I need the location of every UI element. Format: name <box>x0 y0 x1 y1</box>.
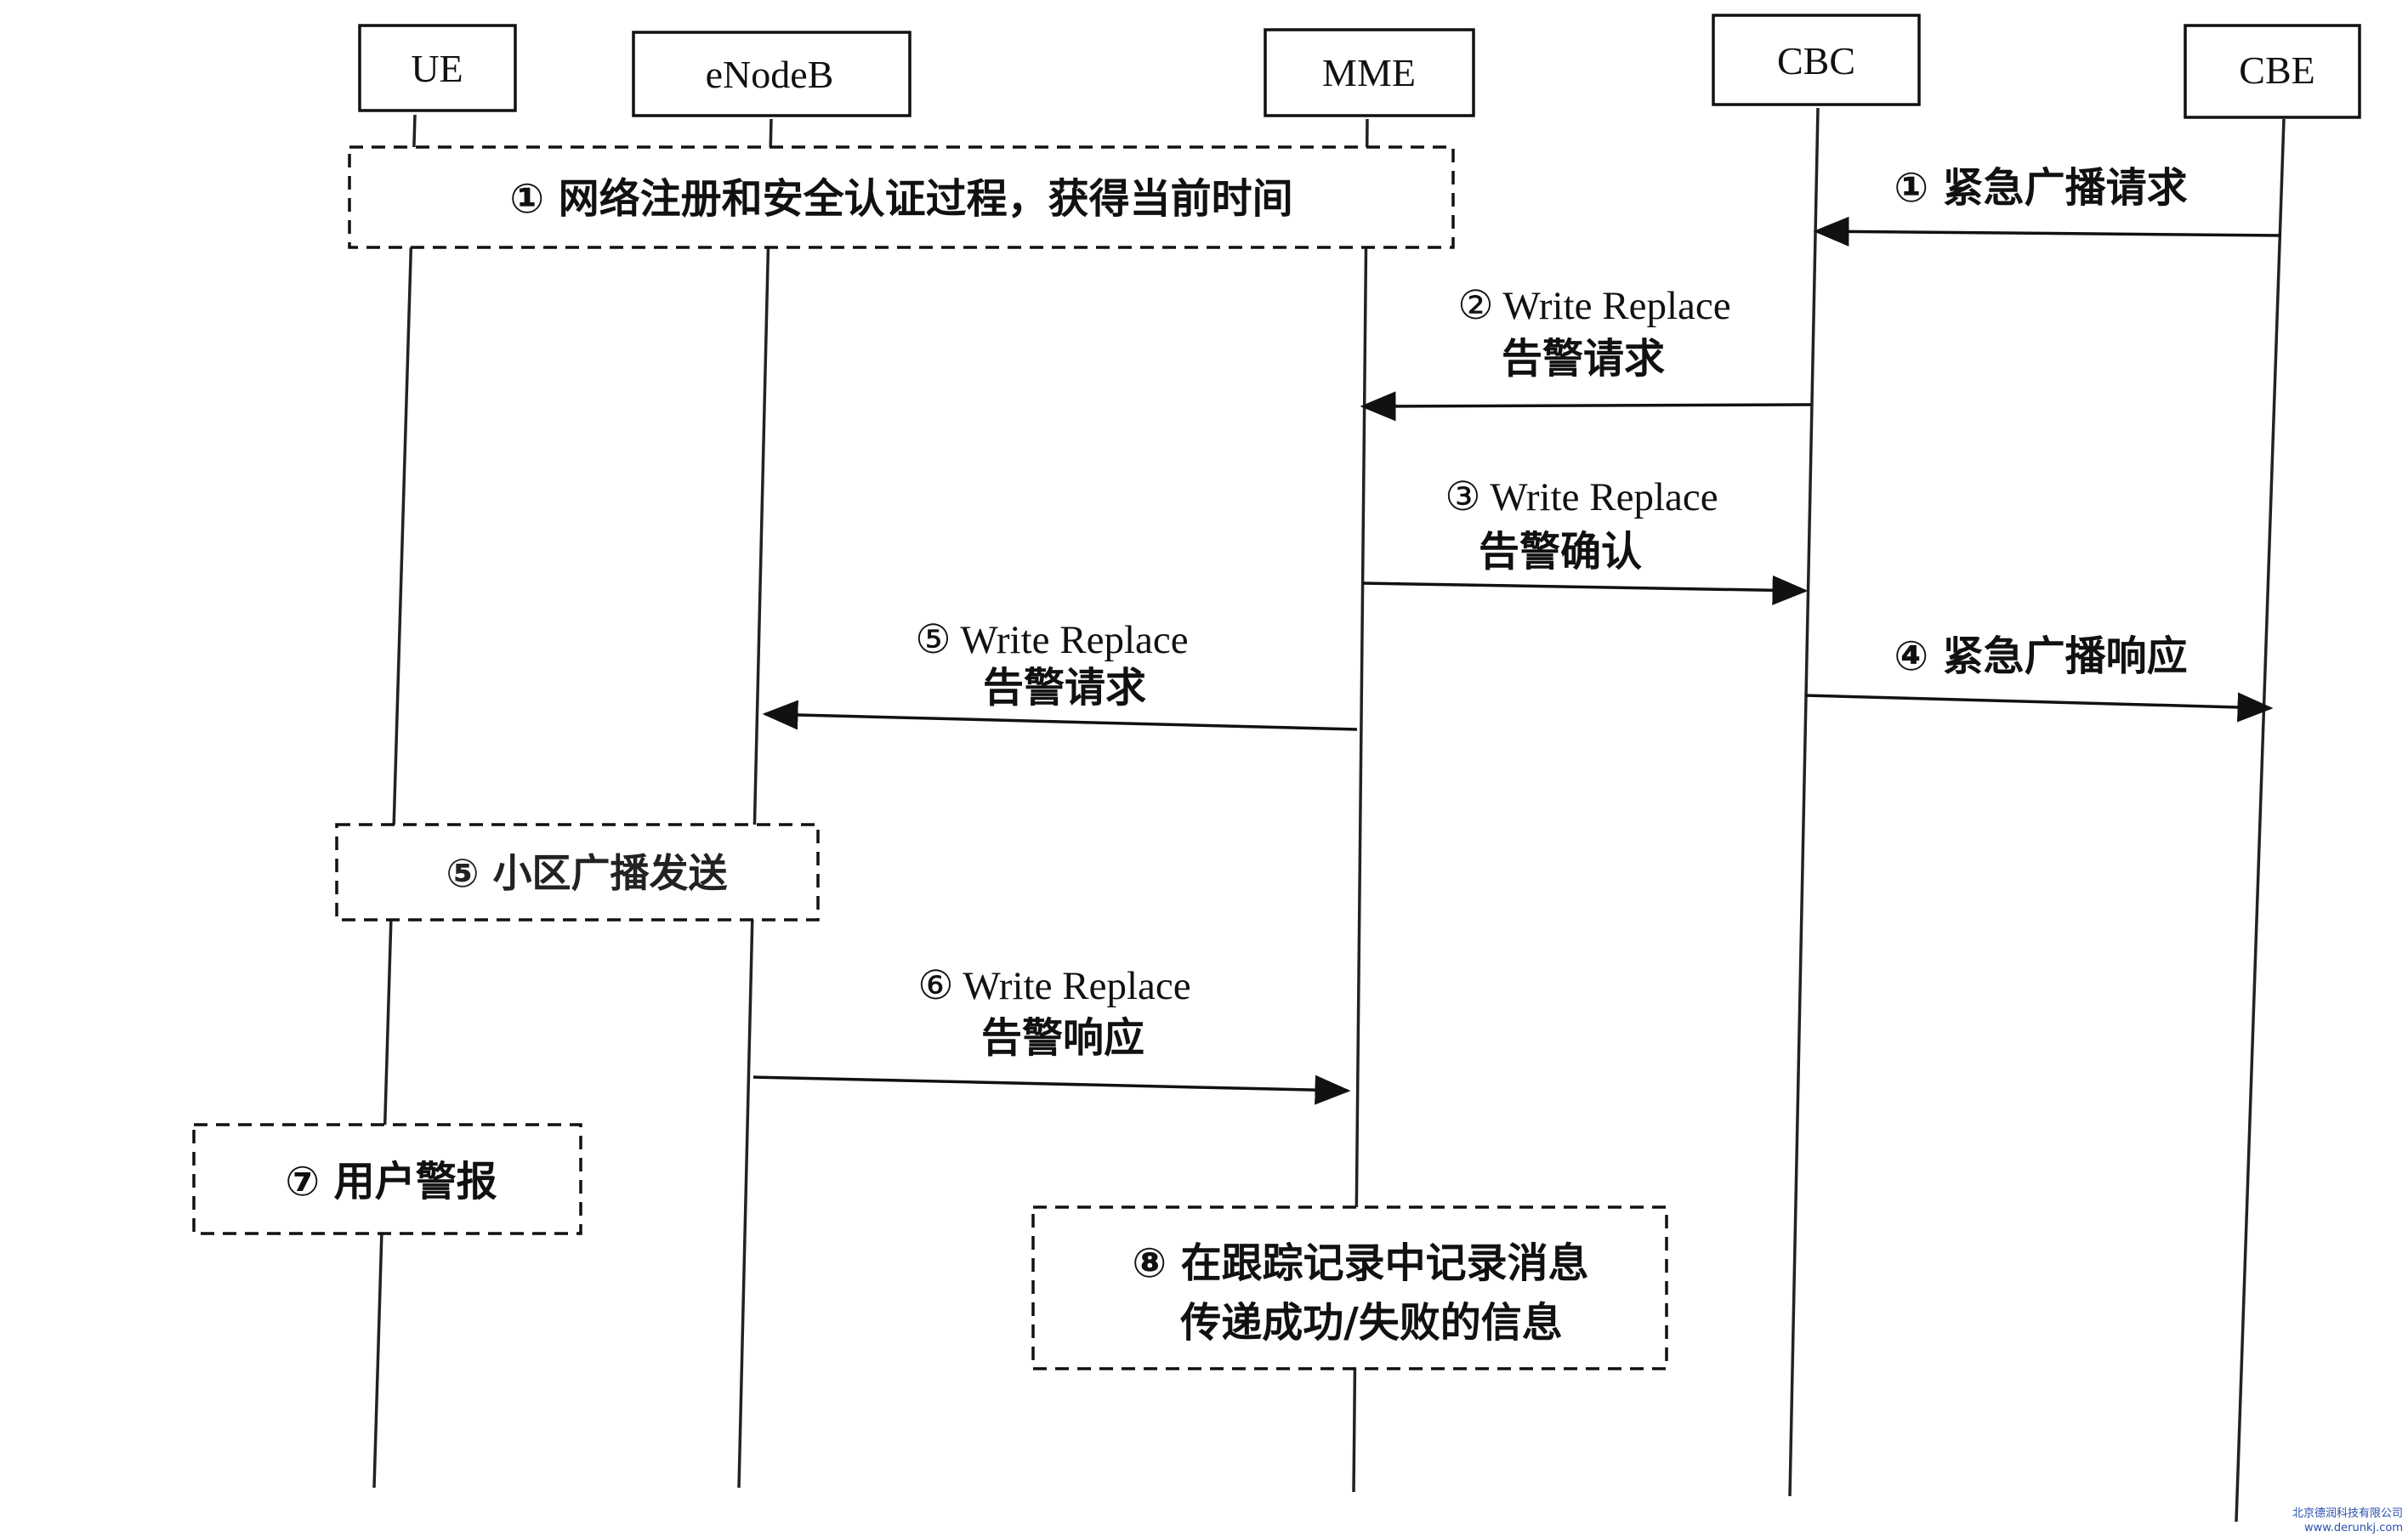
lifeline-cbc <box>1788 107 1820 1497</box>
process-trace-record-box <box>1031 1205 1668 1370</box>
entity-cbe: CBE <box>2184 24 2361 119</box>
watermark-url: www.derunkj.com <box>2304 1522 2403 1534</box>
message-6-arrow <box>752 1075 1351 1105</box>
process-cell-broadcast: ⑤ 小区广播发送 <box>335 823 820 922</box>
entity-enodeb-box <box>632 31 912 117</box>
message-6-label-cn: 告警响应 <box>981 1014 1144 1062</box>
process-user-alert: ⑦ 用户警报 <box>192 1123 582 1235</box>
lifeline-ue <box>372 114 417 1489</box>
watermark: 北京德润科技有限公司 www.derunkj.com <box>2292 1507 2403 1534</box>
process-user-alert-box <box>192 1123 582 1235</box>
process-registration-label: ① 网络注册和安全认证过程，获得当前时间 <box>509 175 1292 223</box>
entity-ue: UE <box>358 24 517 112</box>
process-registration-box <box>348 145 1455 249</box>
message-4-label: ④ 紧急广播响应 <box>1894 632 2187 680</box>
message-write-replace-confirm: ③ Write Replace 告警确认 <box>1362 475 1809 605</box>
message-3-label-cn: 告警确认 <box>1479 528 1642 576</box>
lifeline-cbe <box>2235 118 2286 1523</box>
entity-cbc: CBC <box>1712 14 1921 106</box>
entity-mme: MME <box>1264 28 1475 117</box>
process-trace-record: ⑧ 在跟踪记录中记录消息 传递成功/失败的信息 <box>1031 1205 1668 1370</box>
process-registration: ① 网络注册和安全认证过程，获得当前时间 <box>348 145 1455 249</box>
message-3-arrow <box>1362 575 1809 605</box>
message-2-label-cn: 告警请求 <box>1502 335 1665 383</box>
entity-ue-box <box>358 24 517 112</box>
message-1-arrow <box>1813 216 2281 247</box>
process-cell-broadcast-box <box>335 823 820 922</box>
entity-mme-label: MME <box>1322 51 1416 94</box>
message-4-arrow <box>1804 692 2274 723</box>
entity-enodeb: eNodeB <box>632 31 912 117</box>
message-emergency-broadcast-request: ① 紧急广播请求 <box>1813 164 2281 247</box>
message-5-label-cn: 告警请求 <box>983 664 1146 712</box>
message-1-label: ① 紧急广播请求 <box>1894 164 2187 212</box>
message-5-label-en: ⑤ Write Replace <box>915 618 1188 662</box>
entity-cbc-box <box>1712 14 1921 106</box>
entity-cbe-label: CBE <box>2239 48 2314 92</box>
message-write-replace-response: ⑥ Write Replace 告警响应 <box>752 964 1351 1105</box>
entity-cbc-label: CBC <box>1777 39 1855 82</box>
message-6-label-en: ⑥ Write Replace <box>917 964 1190 1008</box>
message-write-replace-request: ② Write Replace 告警请求 <box>1360 284 1812 422</box>
entity-enodeb-label: eNodeB <box>706 53 834 96</box>
message-5-arrow <box>762 700 1358 731</box>
message-2-label-en: ② Write Replace <box>1457 284 1730 328</box>
entity-ue-label: UE <box>411 47 463 90</box>
process-cell-broadcast-label: ⑤ 小区广播发送 <box>446 850 728 896</box>
process-trace-record-line2: 传递成功/失败的信息 <box>1179 1299 1563 1347</box>
process-trace-record-line1: ⑧ 在跟踪记录中记录消息 <box>1132 1239 1588 1287</box>
message-2-arrow <box>1360 391 1812 422</box>
message-write-replace-warning-request: ⑤ Write Replace 告警请求 <box>762 618 1358 731</box>
message-emergency-broadcast-response: ④ 紧急广播响应 <box>1804 632 2274 723</box>
watermark-company: 北京德润科技有限公司 <box>2292 1507 2403 1520</box>
process-user-alert-label: ⑦ 用户警报 <box>285 1158 497 1205</box>
entity-cbe-box <box>2184 24 2361 119</box>
lifeline-enodeb <box>737 118 773 1489</box>
message-3-label-en: ③ Write Replace <box>1445 475 1718 519</box>
entity-mme-box <box>1264 28 1475 117</box>
